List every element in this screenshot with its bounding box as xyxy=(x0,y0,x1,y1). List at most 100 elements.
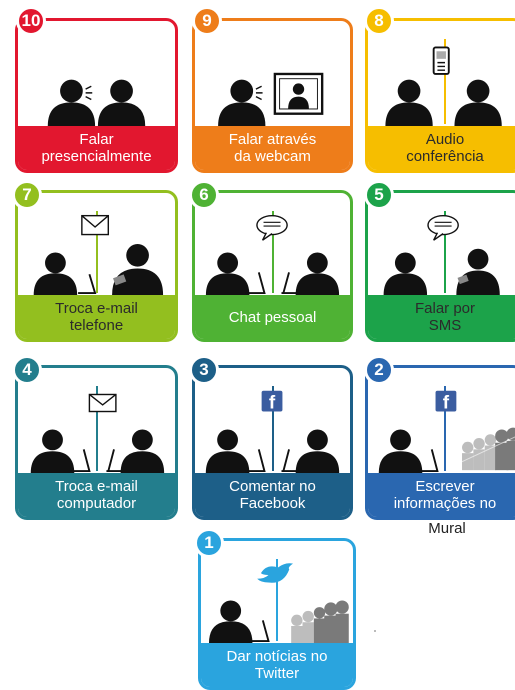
card-label: Troca e-mail telefone xyxy=(18,295,175,339)
divider xyxy=(444,386,446,471)
scene: f xyxy=(195,368,350,473)
svg-text:f: f xyxy=(269,393,276,414)
badge-6: 6 xyxy=(189,180,219,210)
webcam-icon xyxy=(218,72,324,126)
label-line2: SMS xyxy=(428,317,462,334)
card-falar-presencialmente: Falar presencialmente xyxy=(15,18,178,173)
label-line2: Twitter xyxy=(254,665,300,682)
envelope-icon xyxy=(30,393,165,473)
label-line1: Falar através xyxy=(228,131,317,148)
divider xyxy=(444,39,446,124)
divider xyxy=(271,211,274,293)
person-left xyxy=(30,429,75,473)
card-label: Falar através da webcam xyxy=(195,126,350,170)
facebook-icon: f xyxy=(378,390,515,473)
label-line1: Comentar no xyxy=(229,478,316,495)
scene xyxy=(201,541,353,643)
scene xyxy=(368,21,515,126)
person-left xyxy=(33,252,78,295)
badge-10: 10 xyxy=(16,6,46,36)
divider xyxy=(276,559,278,641)
badge-5: 5 xyxy=(364,180,394,210)
scene xyxy=(18,21,175,126)
label-line3: Mural xyxy=(428,520,466,537)
scene xyxy=(368,193,515,295)
scene xyxy=(18,368,175,473)
person-right xyxy=(295,429,340,473)
person-right xyxy=(295,252,340,295)
badge-3: 3 xyxy=(189,355,219,385)
badge-9: 9 xyxy=(192,6,222,36)
badge-1: 1 xyxy=(194,528,224,558)
scene xyxy=(18,193,175,295)
person-left xyxy=(47,79,96,126)
card-falar-por-sms: Falar por SMS xyxy=(365,190,515,342)
divider xyxy=(444,211,446,293)
label-line1: Audio xyxy=(425,131,465,148)
twitter-bird-icon xyxy=(209,563,349,643)
card-chat-pessoal: Chat pessoal xyxy=(192,190,353,342)
label-line2: computador xyxy=(56,495,137,512)
card-falar-webcam: Falar através da webcam xyxy=(192,18,353,173)
person-left xyxy=(205,252,250,295)
card-label: Troca e-mail computador xyxy=(18,473,175,517)
person-right xyxy=(112,244,164,295)
label-line2: conferência xyxy=(406,148,484,165)
card-comentar-facebook: f Comentar no Facebook xyxy=(192,365,353,520)
label-line2: Facebook xyxy=(239,495,306,512)
card-label: Dar notícias no Twitter xyxy=(201,643,353,687)
person-left xyxy=(378,429,423,473)
scene: f xyxy=(368,368,515,473)
divider xyxy=(271,386,274,471)
label-line2: telefone xyxy=(69,317,124,334)
badge-7: 7 xyxy=(12,180,42,210)
card-label: Escrever informações no xyxy=(368,473,515,517)
person-right xyxy=(97,79,146,126)
person-left xyxy=(385,79,433,126)
badge-4: 4 xyxy=(12,355,42,385)
label-line1: Dar notícias no xyxy=(226,648,328,665)
person-left xyxy=(383,252,428,295)
crowd-icon xyxy=(291,600,349,643)
person-left xyxy=(218,79,266,126)
card-escrever-mural: f Escrever informações no xyxy=(365,365,515,520)
label-line1: Falar xyxy=(79,131,114,148)
label-line2: informações no xyxy=(393,495,497,512)
divider xyxy=(95,211,98,293)
label-line1: Chat pessoal xyxy=(228,308,317,326)
crowd-icon xyxy=(459,427,515,471)
label-line1: Falar por xyxy=(414,300,476,317)
facebook-icon: f xyxy=(205,390,340,473)
scene xyxy=(195,193,350,295)
card-label: Falar por SMS xyxy=(368,295,515,339)
card-label: Chat pessoal xyxy=(195,295,350,339)
chat-bubble-icon xyxy=(383,214,500,295)
scene xyxy=(195,21,350,126)
people-talking-icon xyxy=(47,79,146,126)
person-right xyxy=(120,429,165,473)
top-cropped-strip xyxy=(40,0,510,6)
badge-8: 8 xyxy=(364,6,394,36)
envelope-icon xyxy=(33,214,164,295)
card-label: Comentar no Facebook xyxy=(195,473,350,517)
card-label: Falar presencialmente xyxy=(18,126,175,170)
person-right xyxy=(454,79,502,126)
card-troca-email-computador: Troca e-mail computador xyxy=(15,365,178,520)
phone-icon xyxy=(385,46,502,126)
label-line2: presencialmente xyxy=(41,148,152,165)
speck xyxy=(374,630,376,632)
person-left xyxy=(205,429,250,473)
card-troca-email-telefone: Troca e-mail telefone xyxy=(15,190,178,342)
card-label: Audio conferência xyxy=(368,126,515,170)
card-audio-conferencia: Audio conferência xyxy=(365,18,515,173)
label-line1: Troca e-mail xyxy=(55,478,138,495)
chat-bubble-icon xyxy=(205,214,340,295)
label-line1: Troca e-mail xyxy=(55,300,138,317)
label-line2: da webcam xyxy=(234,148,311,165)
person-right xyxy=(456,248,500,295)
divider xyxy=(95,386,98,471)
card-dar-noticias-twitter: Dar notícias no Twitter xyxy=(198,538,356,690)
label-line1: Escrever xyxy=(415,478,475,495)
svg-text:f: f xyxy=(443,393,450,414)
badge-2: 2 xyxy=(364,355,394,385)
